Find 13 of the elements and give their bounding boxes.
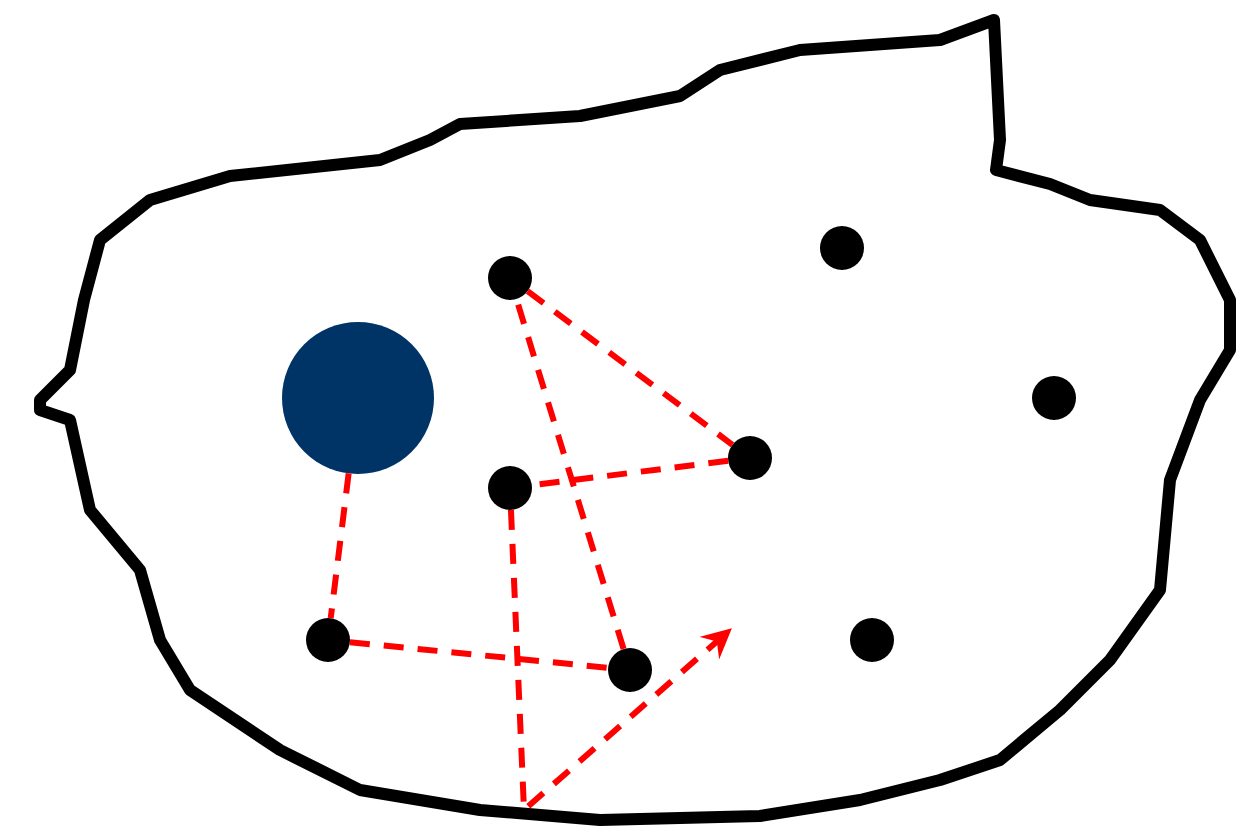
dot [820,226,864,270]
dot [306,618,350,662]
dashed-line [525,288,735,448]
dot [1032,376,1076,420]
dot [608,648,652,692]
dot [488,256,532,300]
dot [488,466,532,510]
dot [728,436,772,480]
dashed-line [349,639,609,671]
dot [850,618,894,662]
dashed-line [513,298,627,650]
large-circle [282,322,434,474]
dashed-line [327,473,352,619]
